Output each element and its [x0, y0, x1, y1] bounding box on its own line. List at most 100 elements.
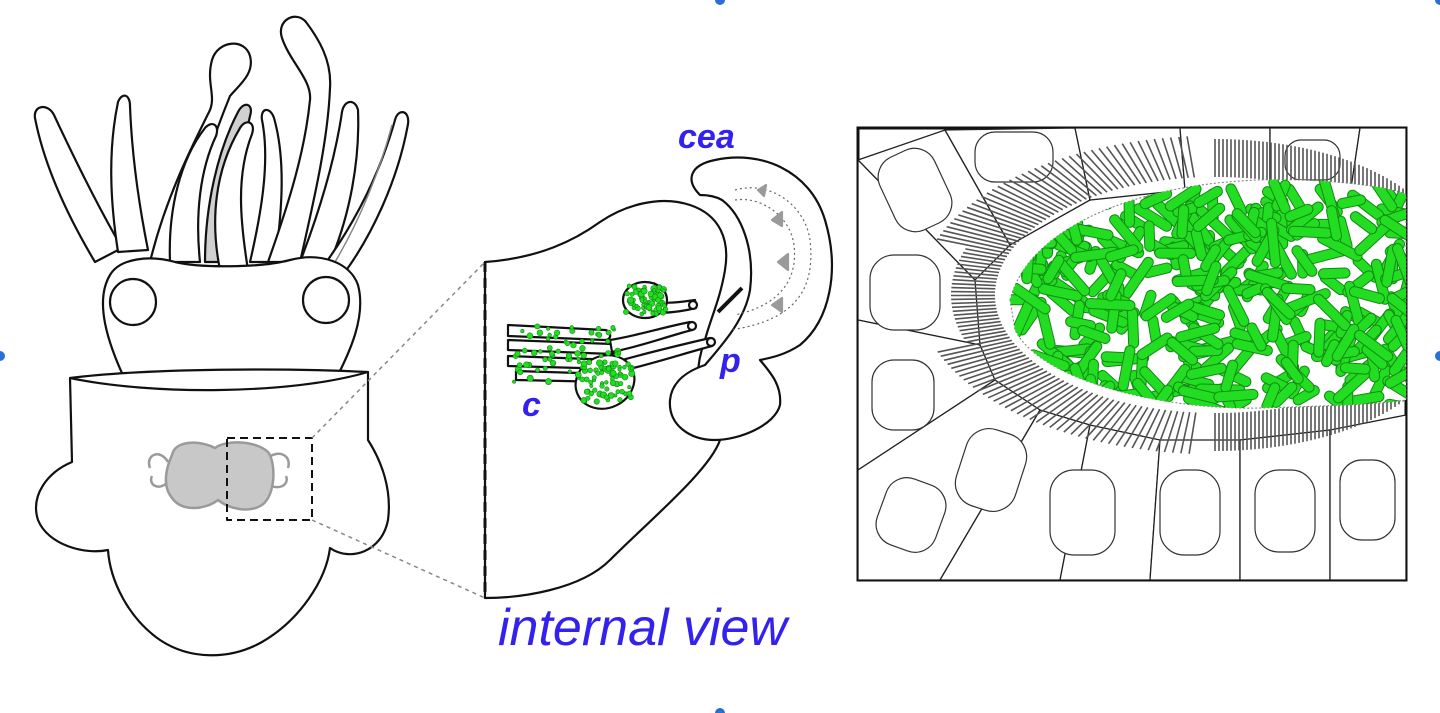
- bacterium-speck: [567, 369, 572, 374]
- bacterium-speck: [604, 386, 610, 392]
- selection-handle-bottom[interactable]: [715, 708, 725, 713]
- zoom-guides: [311, 261, 486, 599]
- bacterium-speck: [645, 304, 653, 311]
- squid-arm-far-left: [33, 106, 124, 264]
- selection-handle-right[interactable]: [1435, 351, 1440, 361]
- bacterium-speck: [610, 325, 616, 331]
- microvillus: [967, 359, 1033, 385]
- bacterium-speck: [629, 291, 635, 297]
- bacterium-speck: [605, 350, 612, 356]
- microvillus: [951, 297, 996, 301]
- bacterium-rod: [1349, 211, 1378, 235]
- bacterium-speck: [514, 350, 521, 357]
- bacterium-speck: [549, 350, 555, 357]
- squid-arm-far-right: [320, 111, 410, 274]
- microvillus: [1068, 155, 1108, 193]
- bacterium-speck: [634, 303, 639, 308]
- microvillus: [958, 214, 1026, 237]
- bacterium-rod: [1126, 307, 1140, 349]
- bacterium-speck: [599, 353, 604, 359]
- bacterium-rod: [1231, 208, 1261, 239]
- microvillus: [936, 238, 1010, 255]
- bacterium-speck: [655, 297, 661, 303]
- bacterium-speck: [627, 296, 634, 304]
- bacterium-speck: [596, 359, 603, 367]
- microvillus: [1029, 386, 1079, 421]
- microvillus: [993, 372, 1052, 402]
- label-cea: cea: [678, 118, 735, 156]
- bacterium-speck: [650, 311, 656, 317]
- microvillus: [981, 195, 1043, 223]
- bacterium-speck: [612, 360, 619, 367]
- bacterium-speck: [624, 290, 630, 297]
- bacterium-rod: [1265, 217, 1281, 269]
- selection-handle-top[interactable]: [715, 0, 725, 5]
- bacterium-speck: [609, 379, 617, 387]
- bacterium-speck: [636, 287, 641, 292]
- bacterium-speck: [526, 332, 534, 340]
- microvillus: [951, 282, 996, 287]
- organ-anterior-lobe: [668, 156, 833, 442]
- organ-droplet: [756, 183, 768, 198]
- bacterium-rod: [1140, 293, 1177, 322]
- bacterium-rod: [1185, 362, 1227, 380]
- bacterium-rod: [1348, 286, 1385, 304]
- microvillus: [1035, 388, 1084, 423]
- microvillus: [961, 327, 1004, 336]
- bacterium-rod: [1160, 298, 1195, 323]
- microvillus: [1107, 404, 1137, 445]
- bacterium-speck: [535, 367, 541, 373]
- microvillus: [951, 290, 996, 293]
- bacterium-rod: [1164, 183, 1202, 212]
- squid-arm-center-left: [168, 123, 219, 264]
- bacterium-speck: [546, 326, 551, 331]
- selection-handle-left[interactable]: [0, 351, 5, 361]
- bacterium-speck: [655, 305, 663, 312]
- bacterium-speck: [662, 303, 667, 308]
- microvillus: [971, 202, 1036, 229]
- bacterium-speck: [542, 356, 548, 363]
- bacterium-rod: [1280, 356, 1304, 385]
- microvillus: [1180, 412, 1191, 454]
- bacterium-speck: [570, 342, 577, 349]
- light-organ-internal: [483, 156, 833, 600]
- bacterium-speck: [661, 288, 666, 293]
- bacterium-speck: [517, 369, 524, 376]
- microvillus: [953, 274, 998, 280]
- bacterium-speck: [626, 390, 633, 397]
- bacterium-rod: [1213, 388, 1259, 403]
- bacterium-speck: [592, 387, 598, 393]
- microvillus: [952, 278, 997, 284]
- microvillus: [950, 221, 1020, 243]
- microvillus: [1049, 392, 1094, 429]
- microvillus: [1113, 144, 1142, 185]
- bacterium-rod: [1117, 345, 1136, 392]
- microvillus: [1047, 162, 1092, 199]
- squid-eye-right: [301, 275, 351, 325]
- selection-handle-top-right[interactable]: [1435, 0, 1440, 5]
- bacterium-speck: [652, 288, 657, 293]
- bacterium-speck: [547, 332, 552, 338]
- microvillus: [1139, 408, 1161, 450]
- bacterium-rod: [1287, 225, 1333, 239]
- squid-eye-left: [108, 277, 158, 327]
- bacterium-speck: [516, 362, 523, 368]
- bacterium-speck: [605, 338, 611, 344]
- microvillus: [1100, 403, 1132, 443]
- bacterium-speck: [565, 352, 573, 359]
- bacterium-speck: [526, 374, 534, 382]
- microvillus: [1061, 157, 1103, 195]
- microvillus: [954, 217, 1023, 240]
- bacterium-rod: [1390, 314, 1406, 352]
- bacterium-speck: [621, 373, 629, 381]
- microvillus: [956, 317, 1000, 324]
- bacterium-speck: [629, 366, 634, 371]
- bacterium-rod: [1339, 362, 1371, 375]
- microvillus: [1077, 399, 1115, 437]
- microvillus: [1009, 179, 1064, 211]
- bacterium-speck: [564, 340, 571, 346]
- organ-droplet: [770, 296, 784, 314]
- bacterium-speck: [580, 397, 587, 404]
